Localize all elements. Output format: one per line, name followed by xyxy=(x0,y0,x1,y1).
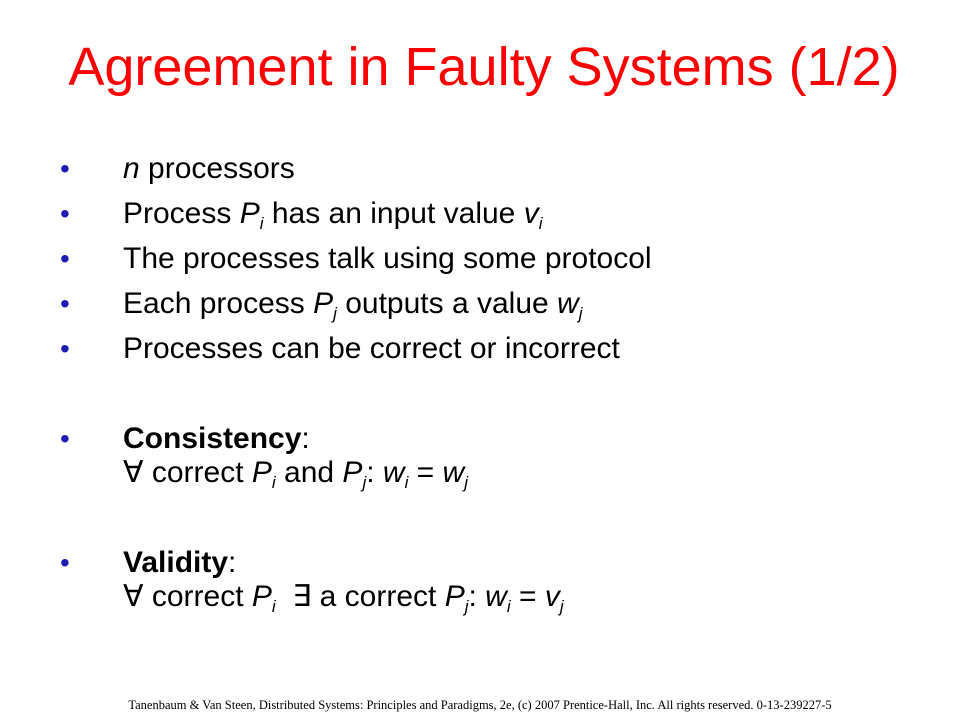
var-P: P xyxy=(251,580,272,613)
bullet-text: The processes talk using some protocol xyxy=(123,242,652,275)
validity-heading: Validity: xyxy=(123,546,943,580)
slide-footer: Tanenbaum & Van Steen, Distributed Syste… xyxy=(128,698,832,712)
bullet-icon: • xyxy=(60,198,70,229)
consistency-heading: Consistency: xyxy=(123,422,943,456)
text-segment: : xyxy=(468,580,486,613)
var-P: P xyxy=(251,456,272,489)
text-segment: : xyxy=(366,456,383,489)
subscript: i xyxy=(506,597,511,616)
text-segment: correct xyxy=(143,456,252,489)
slide-title: Agreement in Faulty Systems (1/2) xyxy=(68,37,900,97)
bullet-text: Validity: ∀ correct Pi ∃ a correct Pj: w… xyxy=(123,546,943,616)
var-n: n xyxy=(123,152,140,185)
subscript: j xyxy=(559,597,564,616)
subscript: j xyxy=(464,473,468,492)
var-v: v xyxy=(544,580,560,613)
var-P: P xyxy=(342,456,363,489)
bullet-icon: • xyxy=(60,423,70,454)
var-v: v xyxy=(523,197,539,230)
bullet-text: Process Pi has an input value vi xyxy=(123,197,943,233)
subscript: i xyxy=(538,214,543,233)
bullet-icon: • xyxy=(60,288,70,319)
text-segment: = xyxy=(510,580,545,613)
validity-definition: ∀ correct Pi ∃ a correct Pj: wi = vj xyxy=(123,580,943,616)
bullet-icon: • xyxy=(60,243,70,274)
subscript: j xyxy=(578,304,583,323)
text-segment: and xyxy=(275,456,343,489)
var-P: P xyxy=(444,580,465,613)
consistency-definition: ∀ correct Pi and Pj: wi = wj xyxy=(123,456,943,492)
term-consistency: Consistency xyxy=(123,422,302,455)
var-w: w xyxy=(557,287,579,320)
text-segment: = xyxy=(408,456,443,489)
subscript: j xyxy=(362,473,367,492)
bullet-text: Processes can be correct or incorrect xyxy=(123,332,620,365)
text-segment: : xyxy=(228,546,237,579)
subscript: i xyxy=(404,473,409,492)
subscript: i xyxy=(271,597,276,616)
var-P: P xyxy=(239,197,260,230)
text-segment: a correct xyxy=(311,580,445,613)
text-segment: : xyxy=(301,422,310,455)
subscript: j xyxy=(333,304,337,323)
bullet-icon: • xyxy=(60,333,70,364)
text-segment: correct xyxy=(143,580,252,613)
bullet-text: Each process Pj outputs a value wj xyxy=(123,287,943,323)
var-w: w xyxy=(382,456,405,489)
text-segment: Process xyxy=(123,197,240,230)
forall-symbol: ∀ xyxy=(123,580,144,613)
text-segment: outputs a value xyxy=(336,287,558,320)
var-w: w xyxy=(442,456,465,489)
var-w: w xyxy=(485,580,507,613)
bullet-text: n processors xyxy=(123,152,943,186)
term-validity: Validity xyxy=(123,546,229,579)
forall-symbol: ∀ xyxy=(123,456,144,489)
bullet-icon: • xyxy=(60,547,70,578)
subscript: j xyxy=(464,597,469,616)
text-segment: Each process xyxy=(123,287,314,320)
exists-symbol: ∃ xyxy=(275,580,312,613)
text-segment: has an input value xyxy=(263,197,524,230)
text-processors: processors xyxy=(139,152,295,185)
var-P: P xyxy=(313,287,334,320)
subscript: i xyxy=(259,214,264,233)
bullet-text: Consistency: ∀ correct Pi and Pj: wi = w… xyxy=(123,422,943,492)
bullet-icon: • xyxy=(60,153,70,184)
subscript: i xyxy=(271,473,276,492)
